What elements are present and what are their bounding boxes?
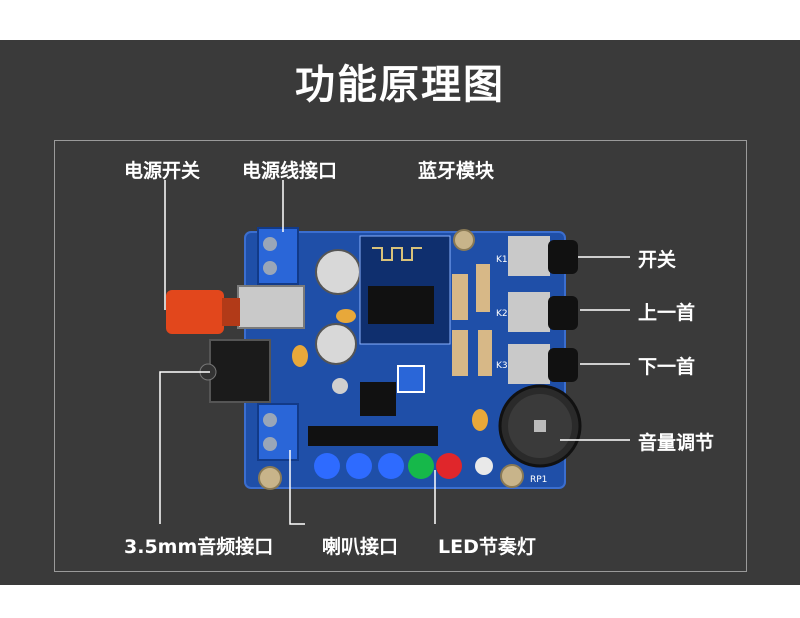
label-audio-jack: 3.5mm音频接口 [124, 536, 274, 558]
k3-mark: K3 [496, 361, 508, 371]
label-next: 下一首 [638, 356, 696, 378]
page-title: 功能原理图 [295, 62, 505, 108]
capacitor [315, 249, 361, 295]
label-power-port: 电源线接口 [242, 160, 338, 182]
button-k3-base [508, 344, 550, 384]
diagram-frame [54, 140, 747, 572]
led-blue [346, 453, 372, 479]
label-volume: 音量调节 [638, 432, 715, 454]
button-k3 [548, 348, 578, 382]
k2-mark: K2 [496, 309, 508, 319]
power-switch-cap [166, 290, 224, 334]
speaker-terminal [257, 403, 299, 461]
ic-chip [360, 382, 396, 416]
button-k2-base [508, 292, 550, 332]
led-blue [314, 453, 340, 479]
button-k1 [548, 240, 578, 274]
screw [453, 229, 475, 251]
screw [500, 464, 524, 488]
screw [258, 466, 282, 490]
label-led: LED节奏灯 [438, 536, 536, 558]
pin-header [308, 426, 438, 446]
capacitor [315, 323, 357, 365]
k1-mark: K1 [496, 255, 508, 265]
label-speaker: 喇叭接口 [322, 536, 399, 558]
button-k1-base [508, 236, 550, 276]
label-prev: 上一首 [638, 302, 696, 324]
led-red [436, 453, 462, 479]
led-green [408, 453, 434, 479]
button-k2 [548, 296, 578, 330]
label-bluetooth: 蓝牙模块 [418, 160, 495, 182]
led-blue [378, 453, 404, 479]
rp1-mark: RP1 [530, 475, 547, 485]
audio-jack [209, 339, 271, 403]
power-terminal [257, 227, 299, 285]
pot-trimmer [397, 365, 425, 393]
label-power-switch: 电源开关 [124, 160, 201, 182]
power-switch-body [237, 285, 305, 329]
label-onoff: 开关 [638, 249, 677, 271]
